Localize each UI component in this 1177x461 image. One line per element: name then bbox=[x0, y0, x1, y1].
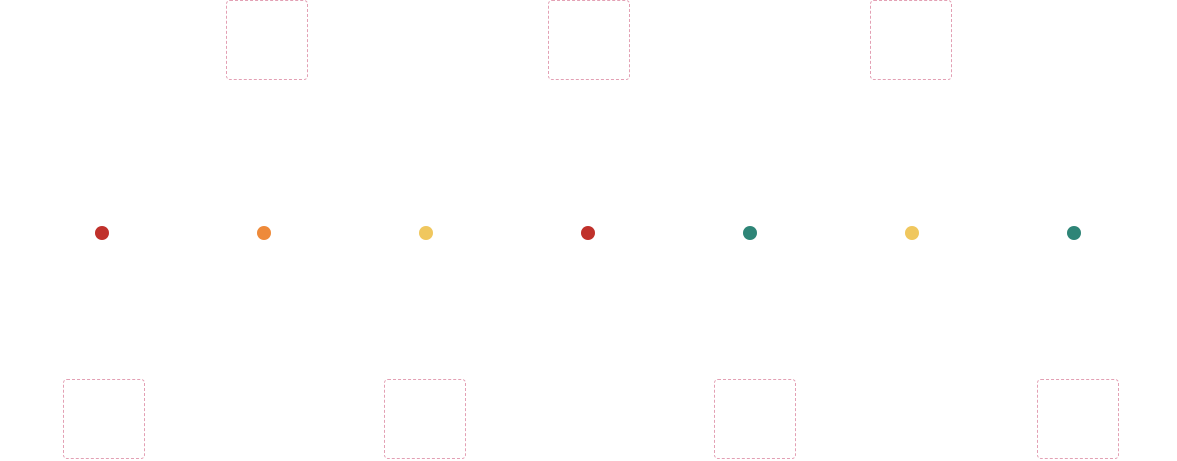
dot-6 bbox=[905, 226, 919, 240]
placeholder-box-bottom-3 bbox=[714, 379, 796, 459]
dot-2 bbox=[257, 226, 271, 240]
placeholder-box-bottom-1 bbox=[63, 379, 145, 459]
placeholder-box-bottom-4 bbox=[1037, 379, 1119, 459]
dot-5 bbox=[743, 226, 757, 240]
dot-1 bbox=[95, 226, 109, 240]
dot-3 bbox=[419, 226, 433, 240]
placeholder-box-bottom-2 bbox=[384, 379, 466, 459]
dot-7 bbox=[1067, 226, 1081, 240]
placeholder-box-top-1 bbox=[226, 0, 308, 80]
placeholder-box-top-2 bbox=[548, 0, 630, 80]
placeholder-box-top-3 bbox=[870, 0, 952, 80]
dot-4 bbox=[581, 226, 595, 240]
